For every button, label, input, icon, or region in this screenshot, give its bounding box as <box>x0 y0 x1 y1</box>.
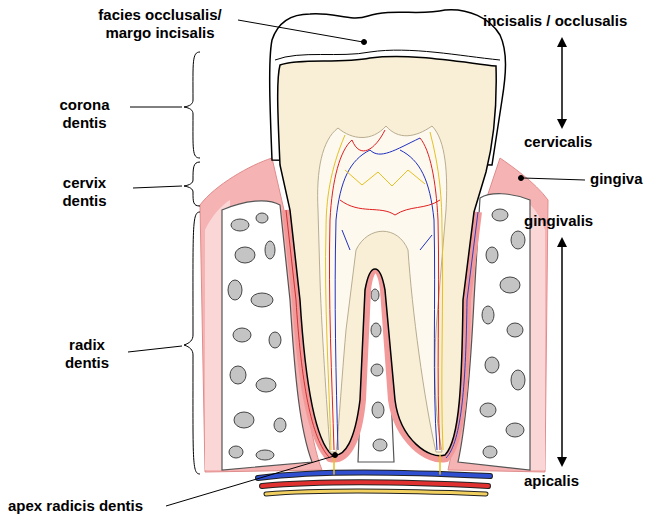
part-label: corona dentis <box>42 96 127 132</box>
part-label: cervix dentis <box>42 174 127 210</box>
part-label: gingiva <box>590 170 643 188</box>
part-label: cervicalis <box>524 133 592 151</box>
part-label: apex radicis dentis <box>8 497 143 515</box>
part-label: gingivalis <box>524 212 593 230</box>
part-label: facies occlusalis/ margo incisalis <box>85 6 235 42</box>
part-label: apicalis <box>524 472 579 490</box>
part-label: radix dentis <box>48 336 126 372</box>
part-label: incisalis / occlusalis <box>483 12 627 30</box>
